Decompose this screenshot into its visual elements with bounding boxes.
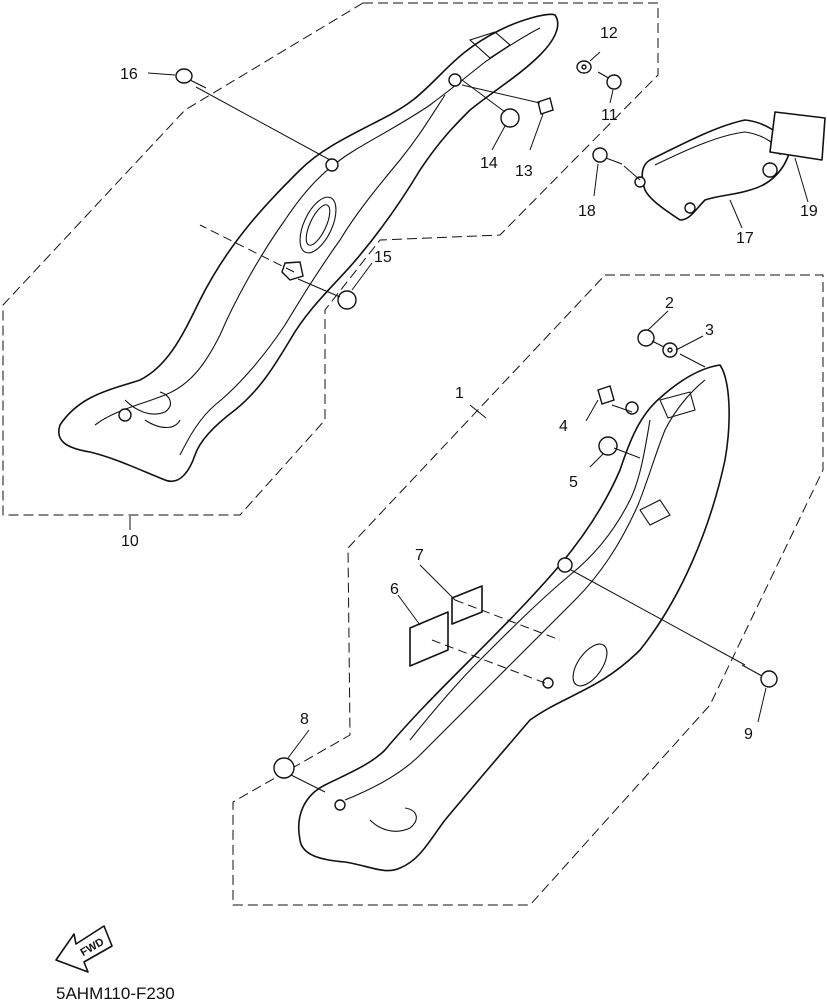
bolt-16 <box>175 68 207 89</box>
callout-5: 5 <box>569 474 578 491</box>
leader-lines <box>129 51 809 793</box>
callout-2: 2 <box>665 295 674 312</box>
grommet-14 <box>500 108 520 128</box>
callout-15: 15 <box>374 249 392 266</box>
callout-17: 17 <box>736 230 754 247</box>
callout-10: 10 <box>121 533 139 550</box>
drawing-code: 5AHM110-F230 <box>56 984 175 1003</box>
screw-11 <box>597 71 622 90</box>
callout-1: 1 <box>455 385 464 402</box>
side-cover-lower <box>298 364 730 872</box>
grommet-5 <box>598 436 618 456</box>
callout-9: 9 <box>744 726 753 743</box>
washer-12 <box>576 60 592 74</box>
callout-12: 12 <box>600 25 618 42</box>
callout-3: 3 <box>705 322 714 339</box>
bolt-9 <box>741 664 778 688</box>
callout-8: 8 <box>300 711 309 728</box>
callout-13: 13 <box>515 163 533 180</box>
callout-16: 16 <box>120 66 138 83</box>
group-boundary-1 <box>232 274 824 906</box>
callout-14: 14 <box>480 155 498 172</box>
nut-4 <box>597 385 615 405</box>
callout-11: 11 <box>601 107 618 124</box>
bolt-2 <box>637 329 665 348</box>
group-boundary-10 <box>2 2 659 516</box>
grommet-15b <box>337 290 357 310</box>
decal-6 <box>409 611 449 667</box>
screw-18 <box>592 147 623 165</box>
side-cover-upper <box>58 13 559 483</box>
decal-19 <box>769 111 826 161</box>
grommet-8 <box>273 757 295 779</box>
callout-19: 19 <box>800 203 818 220</box>
forward-arrow-icon: FWD <box>55 925 113 973</box>
nut-13 <box>537 97 554 115</box>
callout-6: 6 <box>390 581 399 598</box>
rear-cover-piece <box>634 119 791 221</box>
callout-4: 4 <box>559 418 568 435</box>
decal-7 <box>451 585 483 625</box>
callout-18: 18 <box>578 203 596 220</box>
callout-7: 7 <box>415 547 424 564</box>
washer-3 <box>662 342 678 358</box>
